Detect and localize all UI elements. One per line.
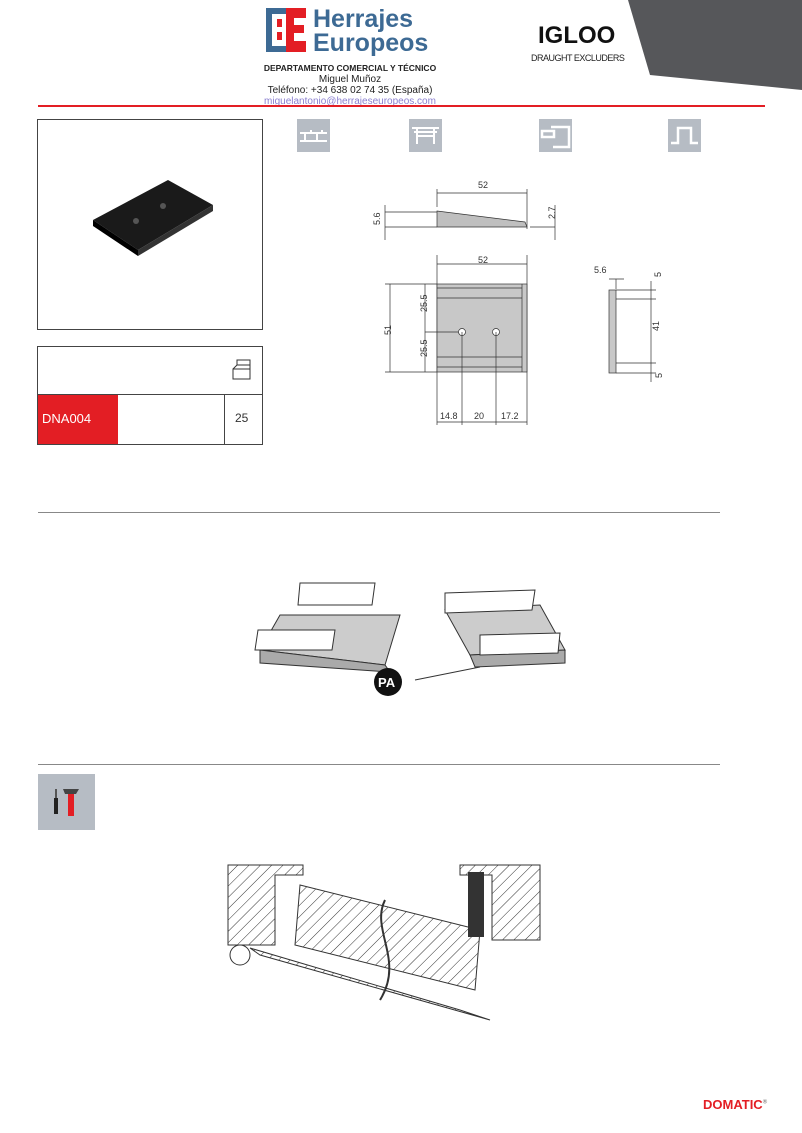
logo-mark-icon	[266, 8, 306, 52]
dim-bottom-mid: 20	[474, 411, 484, 421]
section-divider-1	[38, 512, 720, 513]
dim-side-mid: 41	[651, 321, 661, 331]
company-name-1: Herrajes	[313, 5, 414, 33]
dim-side-top: 5	[653, 272, 663, 277]
product-photo-box	[37, 119, 263, 330]
header-rule	[38, 105, 765, 107]
application-icon-2	[409, 119, 442, 152]
phone: Teléfono: +34 638 02 74 35 (España)	[267, 85, 433, 96]
company-logo: Herrajes Europeos	[263, 5, 443, 57]
installation-illustration: PA	[254, 582, 566, 696]
dim-side-bottom: 5	[654, 373, 664, 378]
product-code: DNA004	[42, 411, 92, 426]
install-badge: PA	[378, 675, 396, 690]
product-subtitle: DRAUGHT EXCLUDERS	[531, 53, 625, 63]
department: DEPARTAMENTO COMERCIAL Y TÉCNICO	[263, 63, 437, 73]
product-table: DNA004 25	[37, 346, 263, 445]
technical-drawing: 52 5.6 2.7 52 51 25.5 25.5 14.8 20 17.2 …	[372, 180, 664, 425]
footer-brand: DOMATIC®	[703, 1097, 768, 1112]
installation-tools-icon	[38, 774, 95, 830]
application-icon-1	[297, 119, 330, 152]
dim-bottom-left: 14.8	[440, 411, 458, 421]
application-icon-4	[668, 119, 701, 152]
application-icon-3	[539, 119, 572, 152]
dim-top-right-height: 2.7	[547, 206, 557, 219]
dim-front-width: 52	[478, 255, 488, 265]
product-name: IGLOO	[538, 22, 616, 49]
product-photo	[93, 180, 213, 256]
dim-front-height: 51	[383, 325, 393, 335]
dim-top-width: 52	[478, 180, 488, 190]
package-icon	[232, 359, 251, 380]
pack-quantity: 25	[235, 411, 249, 425]
install-badge-icon	[374, 668, 402, 696]
contact-name: Miguel Muñoz	[318, 74, 382, 85]
dim-half-upper: 25.5	[419, 294, 429, 312]
section-divider-2	[38, 764, 720, 765]
company-name-2: Europeos	[313, 29, 429, 57]
header-decoration	[628, 0, 802, 90]
dim-top-left-height: 5.6	[372, 212, 382, 225]
section-drawing	[227, 864, 541, 1021]
email-link[interactable]: miguelantonio@herrajeseuropeos.com	[264, 96, 436, 107]
dim-bottom-right: 17.2	[501, 411, 519, 421]
dim-side-thickness: 5.6	[594, 265, 607, 275]
dim-half-lower: 25.5	[419, 339, 429, 357]
